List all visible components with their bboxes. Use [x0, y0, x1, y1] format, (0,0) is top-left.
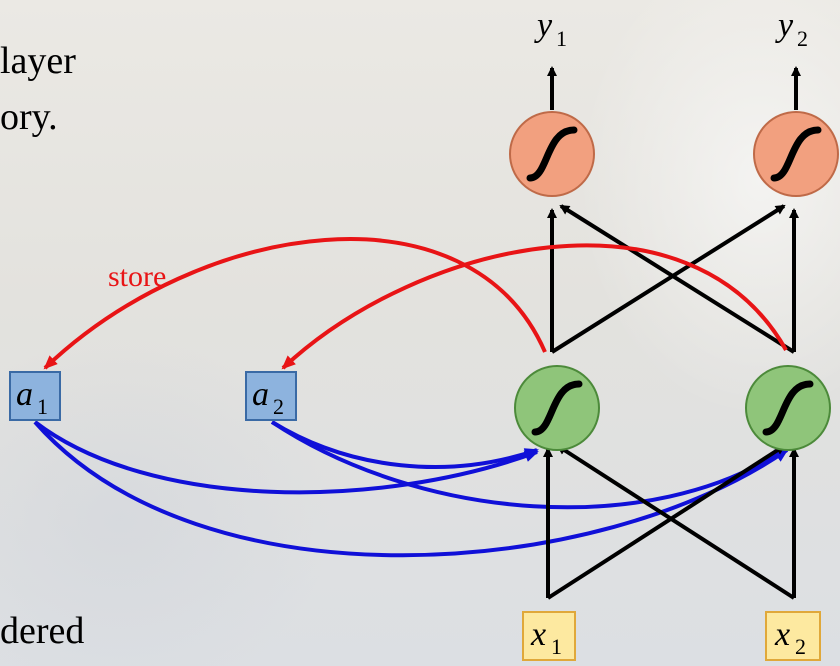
output-neuron-2: [753, 111, 839, 197]
text-fragment-layer: layer: [0, 40, 76, 82]
output-sub: 2: [797, 26, 808, 51]
input-box-x1: x 1: [522, 611, 576, 661]
arrow-a2-to-h2: [270, 420, 789, 510]
output-var: y: [775, 7, 794, 44]
input-sub: 1: [551, 634, 562, 659]
memory-arrows: [33, 420, 789, 558]
store-arrows: [43, 237, 788, 370]
sigmoid-icon: [531, 380, 583, 436]
edge-h2-o1: [559, 204, 796, 354]
output-var: y: [534, 7, 553, 44]
memory-var: a: [252, 376, 269, 413]
store-label: store: [108, 260, 166, 293]
input-var: x: [774, 616, 790, 653]
output-sub: 1: [556, 26, 567, 51]
store-arrow-h2-to-a2: [281, 243, 788, 370]
output-label-y1: y 1: [534, 7, 567, 51]
arrow-a1-to-h2: [33, 420, 789, 558]
arrow-a1-to-h1: [33, 420, 539, 495]
edge-x1-h2: [546, 444, 786, 600]
hidden-neuron-1: [514, 365, 600, 451]
hidden-neuron-2: [745, 365, 831, 451]
sigmoid-icon: [526, 126, 578, 182]
store-arrow-h1-to-a1: [43, 237, 547, 370]
edge-h1-o2: [550, 204, 786, 354]
output-neuron-1: [509, 111, 595, 197]
input-box-x2: x 2: [765, 611, 821, 661]
sigmoid-icon: [762, 380, 814, 436]
input-var: x: [530, 616, 546, 653]
input-sub: 2: [795, 634, 806, 659]
network-connections: [543, 66, 801, 600]
text-fragment-ory: ory.: [0, 96, 58, 138]
memory-sub: 1: [37, 394, 48, 419]
output-label-y2: y 2: [775, 7, 808, 51]
sigmoid-icon: [770, 126, 822, 182]
memory-cell-a1: a 1: [9, 371, 61, 421]
memory-sub: 2: [273, 394, 284, 419]
memory-cell-a2: a 2: [245, 371, 297, 421]
edge-x2-h1: [556, 444, 796, 600]
text-fragment-dered: dered: [0, 610, 85, 652]
memory-var: a: [16, 376, 33, 413]
